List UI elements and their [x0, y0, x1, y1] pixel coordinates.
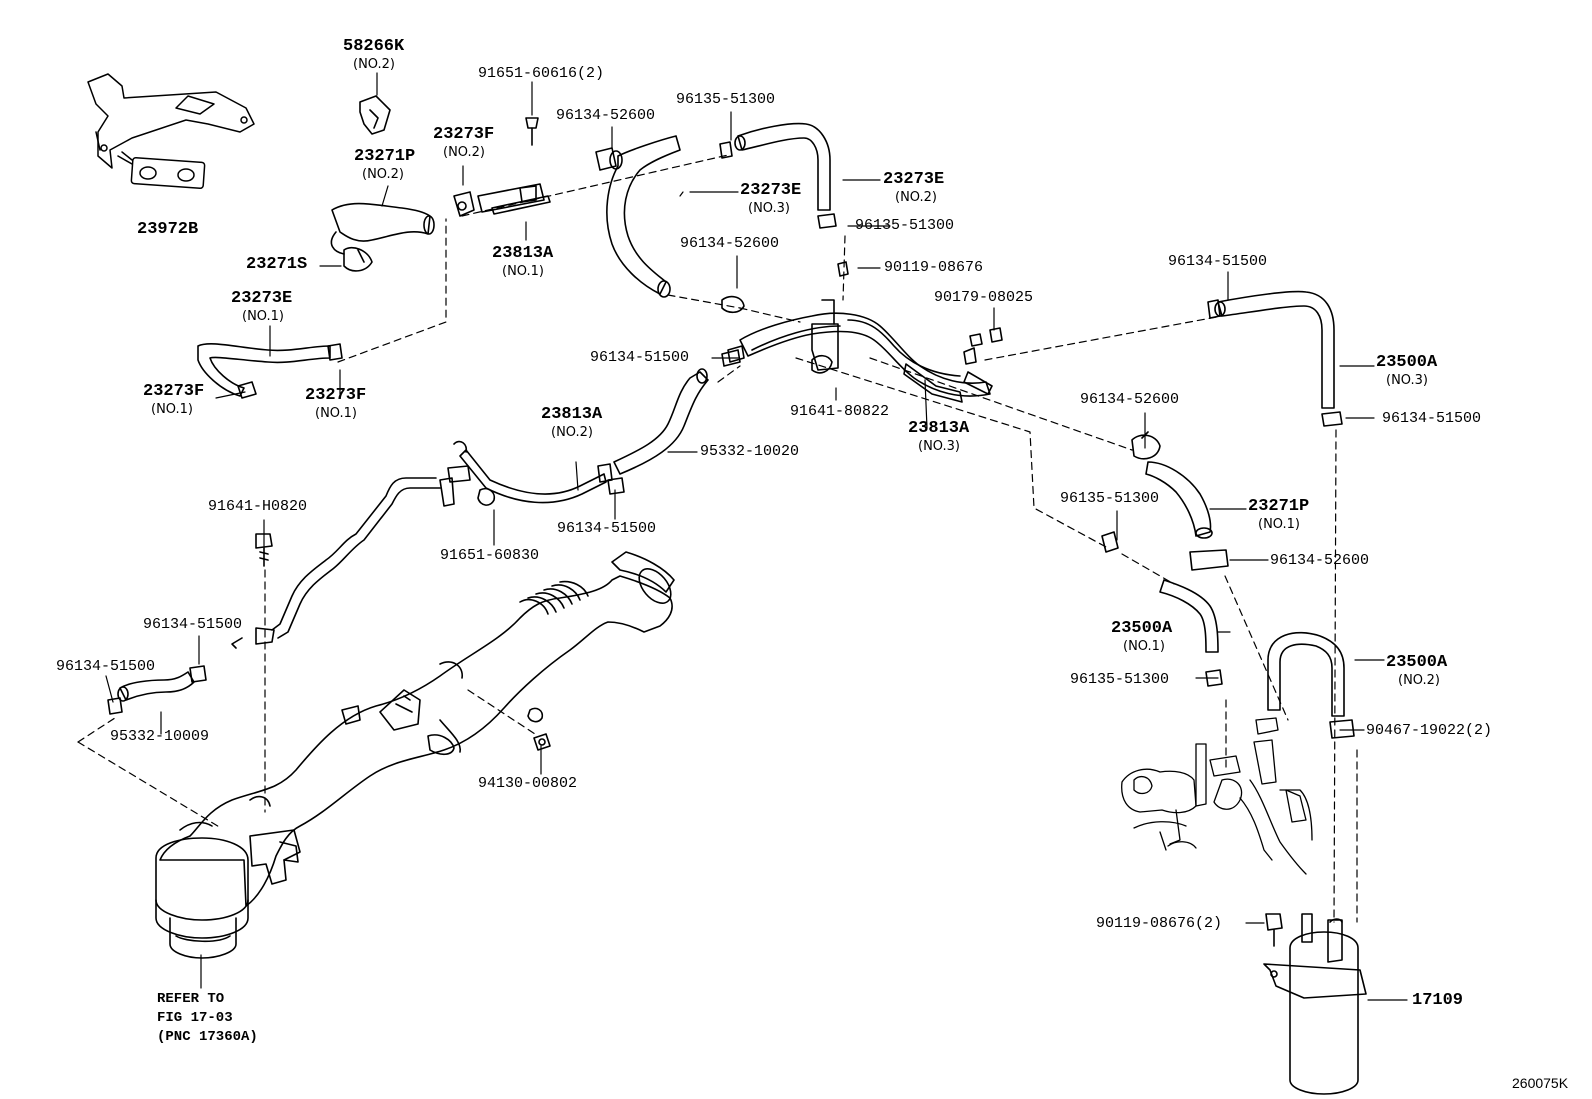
pipe-23813a-no1	[453, 117, 551, 217]
hose-95332-10009	[107, 665, 207, 715]
callout-91651-60616: 91651-60616(2)	[478, 65, 605, 82]
callout-23813A-no1: 23813A	[492, 244, 554, 263]
callout-91641-H0820: 91641-H0820	[208, 498, 308, 515]
callout-96134-52600-c: 96134-52600	[1080, 391, 1180, 408]
callout-23273F-no1-a-sub: (NO.1)	[151, 402, 193, 417]
callout-96135-51300-a: 96135-51300	[676, 91, 776, 108]
callout-23500A-no3-sub: (NO.3)	[1386, 373, 1428, 388]
hose-23271p-no1	[1101, 431, 1229, 571]
callout-23500A-no2-sub: (NO.2)	[1398, 673, 1440, 688]
callout-23813A-no3-sub: (NO.3)	[918, 439, 960, 454]
callout-23271P-no2-sub: (NO.2)	[362, 167, 404, 182]
callout-23271P-no1-sub: (NO.1)	[1258, 517, 1300, 532]
callout-95332-10009: 95332-10009	[110, 728, 210, 745]
callout-96135-51300-c: 96135-51300	[1060, 490, 1160, 507]
clip-58266k	[359, 95, 391, 135]
callout-23273E-no1: 23273E	[231, 289, 293, 308]
small-fasteners	[533, 327, 1003, 751]
hose-23500a-no2	[1267, 632, 1355, 739]
dashed-connections	[77, 154, 1358, 923]
hose-23273e-no2	[734, 122, 837, 229]
callout-96134-52600-b: 96134-52600	[680, 235, 780, 252]
callout-23273E-no2: 23273E	[883, 170, 945, 189]
center-bracket	[721, 261, 993, 403]
hose-23271p-no2	[330, 202, 435, 272]
diagram-code: 260075K	[1512, 1075, 1569, 1091]
callout-96134-52600-a: 96134-52600	[556, 107, 656, 124]
callout-17109: 17109	[1412, 991, 1464, 1010]
refer-note-line3: (PNC 17360A)	[157, 1029, 258, 1045]
callout-23813A-no3: 23813A	[908, 419, 970, 438]
refer-note-line2: FIG 17-03	[157, 1010, 233, 1026]
callout-23273F-no2: 23273F	[433, 125, 495, 144]
callout-96134-51500-b: 96134-51500	[590, 349, 690, 366]
callout-91651-60830: 91651-60830	[440, 547, 540, 564]
callout-23273E-no2-sub: (NO.2)	[895, 190, 937, 205]
bolt-91641-h0820	[255, 533, 273, 567]
callout-23271P-no1: 23271P	[1248, 497, 1310, 516]
callout-58266K-sub: (NO.2)	[353, 57, 395, 72]
callout-23500A-no1: 23500A	[1111, 619, 1173, 638]
callout-23500A-no1-sub: (NO.1)	[1123, 639, 1165, 654]
pipe-23813a-no2	[231, 440, 607, 649]
hose-23273e-no3	[595, 135, 733, 298]
callout-90179-08025: 90179-08025	[934, 289, 1034, 306]
callout-23273E-no3-sub: (NO.3)	[748, 201, 790, 216]
callout-23273F-no1-a: 23273F	[143, 382, 205, 401]
callout-90119-08676: 90119-08676	[884, 259, 984, 276]
engine-detail	[1121, 717, 1313, 875]
callout-96134-51500-e: 96134-51500	[143, 616, 243, 633]
callout-23271S: 23271S	[246, 255, 308, 274]
callout-23813A-no1-sub: (NO.1)	[502, 264, 544, 279]
callout-23813A-no2-sub: (NO.2)	[551, 425, 593, 440]
callout-90467-19022: 90467-19022(2)	[1366, 722, 1493, 739]
callout-23500A-no2: 23500A	[1386, 653, 1448, 672]
callout-23972B: 23972B	[137, 220, 199, 239]
callout-23273E-no3: 23273E	[740, 181, 802, 200]
leader-lines	[105, 72, 1408, 1001]
hose-95332-10020	[597, 368, 709, 483]
air-duct	[159, 551, 675, 907]
bracket-23972b	[87, 73, 255, 190]
callout-23273F-no1-b: 23273F	[305, 386, 367, 405]
hose-23273e-no1	[197, 343, 343, 399]
callout-90119-08676-2: 90119-08676(2)	[1096, 915, 1223, 932]
air-cleaner	[155, 837, 249, 959]
callout-23273F-no2-sub: (NO.2)	[443, 145, 485, 160]
callout-96134-52600-d: 96134-52600	[1270, 552, 1370, 569]
callout-23273E-no1-sub: (NO.1)	[242, 309, 284, 324]
canister-17109	[1263, 913, 1367, 1095]
callout-94130-00802: 94130-00802	[478, 775, 578, 792]
callout-96134-51500-f: 96134-51500	[56, 658, 156, 675]
callout-23273F-no1-b-sub: (NO.1)	[315, 406, 357, 421]
callout-96134-51500-a: 96134-51500	[1168, 253, 1268, 270]
callout-96135-51300-b: 96135-51300	[855, 217, 955, 234]
callout-95332-10020: 95332-10020	[700, 443, 800, 460]
callout-96134-51500-c: 96134-51500	[1382, 410, 1482, 427]
callout-23500A-no3: 23500A	[1376, 353, 1438, 372]
callout-58266K: 58266K	[343, 37, 405, 56]
callout-96134-51500-d: 96134-51500	[557, 520, 657, 537]
callout-91641-80822: 91641-80822	[790, 403, 890, 420]
callout-23813A-no2: 23813A	[541, 405, 603, 424]
hose-23500a-no1	[1159, 579, 1223, 687]
callout-23271P-no2: 23271P	[354, 147, 416, 166]
callout-96135-51300-d: 96135-51300	[1070, 671, 1170, 688]
hose-23500a-no3	[1207, 290, 1343, 427]
refer-note-line1: REFER TO	[157, 991, 225, 1007]
